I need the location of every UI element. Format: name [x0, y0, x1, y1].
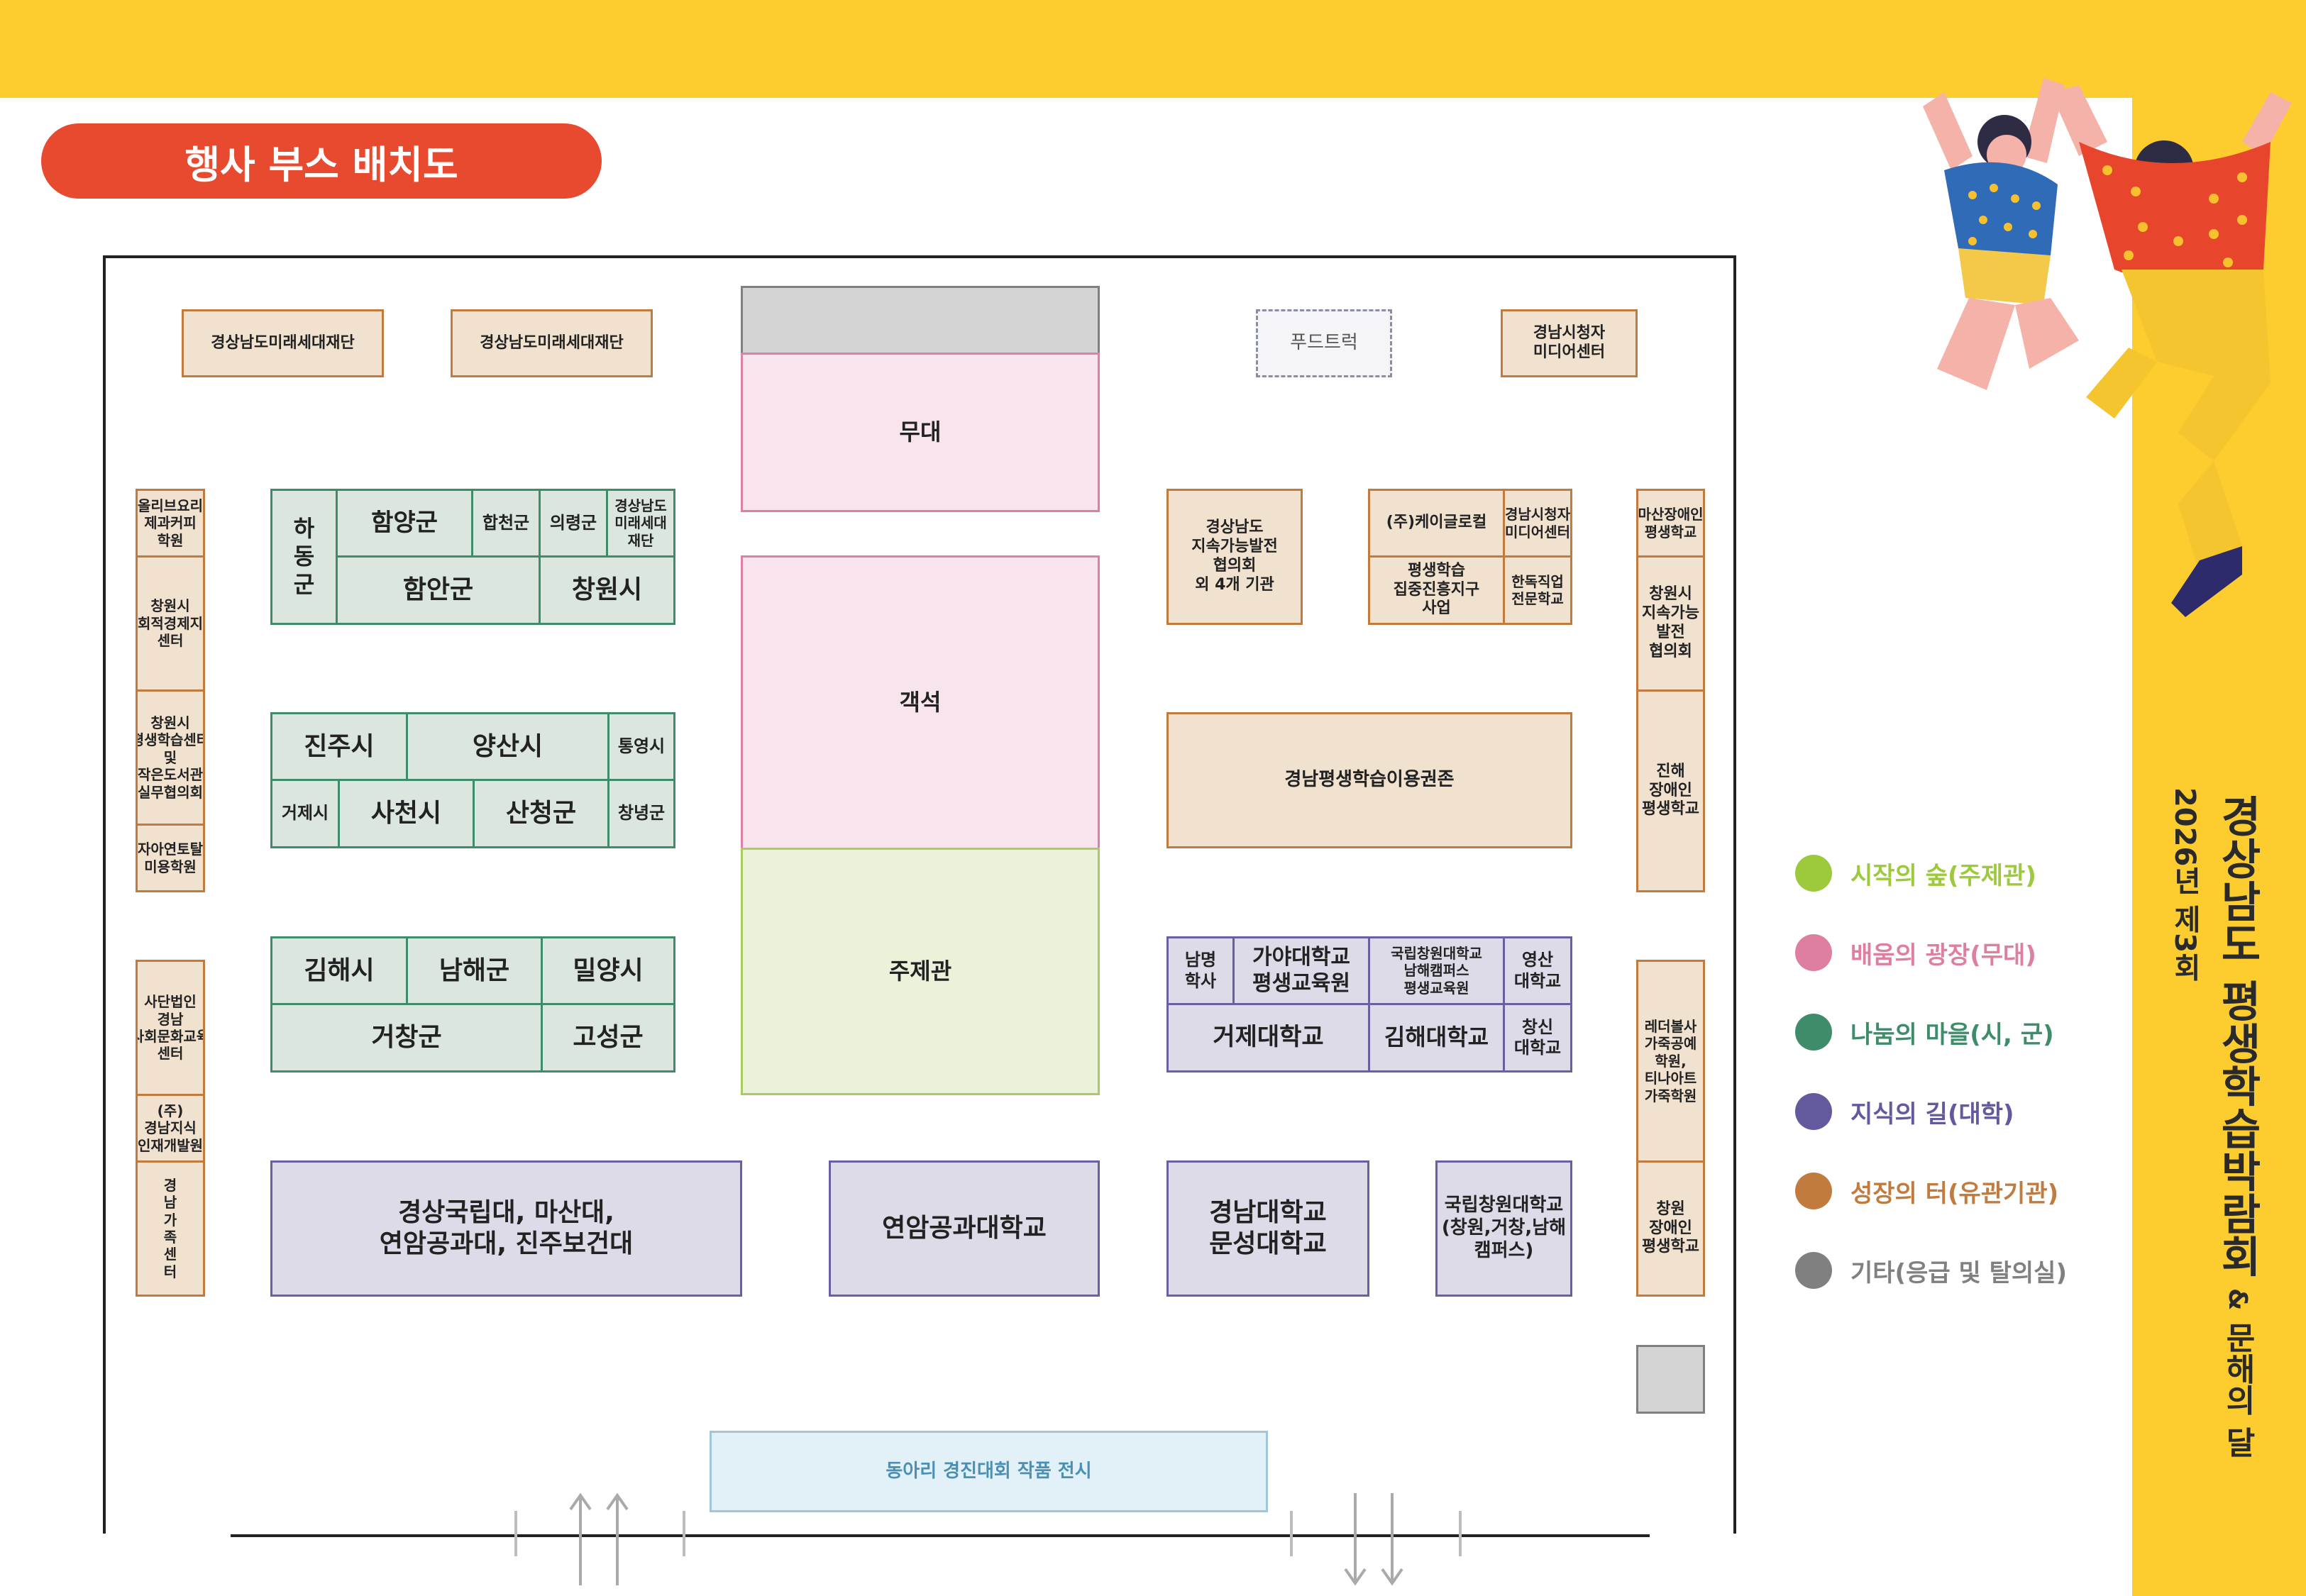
booth-uiryeong[interactable]: 의령군 — [539, 489, 608, 558]
booth-youth-media-top[interactable]: 경남시청자 미디어센터 — [1501, 309, 1638, 377]
booth-olive[interactable]: 올리브요리 제과커피 학원 — [136, 489, 205, 558]
booth-handok[interactable]: 한독직업 전문학교 — [1503, 555, 1572, 625]
booth-mirae-foundation-1[interactable]: 경상남도미래세대재단 — [182, 309, 384, 377]
exit-arrows-icon — [1344, 1493, 1403, 1586]
legend-dot-icon — [1795, 934, 1832, 971]
legend-label: 배움의 광장(무대) — [1850, 941, 2036, 970]
booth-miryang[interactable]: 밀양시 — [541, 936, 675, 1005]
legend-dot-icon — [1795, 1252, 1832, 1289]
booth-geoje[interactable]: 거제시 — [270, 779, 340, 848]
booth-gaya[interactable]: 가야대학교 평생교육원 — [1232, 936, 1370, 1005]
booth-changwon[interactable]: 창원시 — [539, 555, 675, 625]
booth-gimhae-univ[interactable]: 김해대학교 — [1368, 1003, 1505, 1073]
event-edition: 2026년 제3회 — [2168, 787, 2201, 982]
legend-dot-icon — [1795, 855, 1832, 892]
booth-exhibition[interactable]: 동아리 경진대회 작품 전시 — [710, 1431, 1268, 1512]
booth-kyungnam-univ[interactable]: 경남대학교 문성대학교 — [1166, 1160, 1369, 1297]
legend-label: 성장의 터(유관기관) — [1850, 1179, 2059, 1208]
booth-sacheon[interactable]: 사천시 — [338, 779, 475, 848]
entrance-arrows-icon — [569, 1492, 629, 1585]
legend-item-stage: 배움의 광장(무대) — [1795, 934, 2036, 971]
booth-jinhae-disabled[interactable]: 진해 장애인 평생학교 — [1636, 689, 1705, 892]
booth-leather[interactable]: 레더볼사 가죽공예 학원, 티나아트 가죽학원 — [1636, 960, 1705, 1163]
booth-cw-namhae[interactable]: 국립창원대학교 남해캠퍼스 평생교육원 — [1368, 936, 1505, 1005]
booth-tongyeong[interactable]: 통영시 — [607, 712, 675, 781]
booth-geoje-univ[interactable]: 거제대학교 — [1166, 1003, 1370, 1073]
legend-label: 시작의 숲(주제관) — [1850, 861, 2036, 890]
booth-changwon-natl[interactable]: 국립창원대학교 (창원,거창,남해 캠퍼스) — [1435, 1160, 1572, 1297]
booth-youngsan[interactable]: 영산 대학교 — [1503, 936, 1572, 1005]
top-banner — [0, 0, 2306, 98]
legend-label: 지식의 길(대학) — [1850, 1099, 2014, 1129]
booth-hapcheon[interactable]: 합천군 — [471, 489, 541, 558]
legend-label: 나눔의 마을(시, 군) — [1850, 1020, 2054, 1049]
entrance-marker-right — [683, 1511, 685, 1556]
booth-jaya[interactable]: 자아연토탈 미용학원 — [136, 824, 205, 892]
booth-mirae-green[interactable]: 경상남도 미래세대 재단 — [606, 489, 675, 558]
booth-yangsan[interactable]: 양산시 — [406, 712, 609, 781]
booth-gnu-group[interactable]: 경상국립대, 마산대, 연암공과대, 진주보건대 — [270, 1160, 742, 1297]
booth-goseong[interactable]: 고성군 — [541, 1003, 675, 1073]
booth-changnyeong[interactable]: 창녕군 — [607, 779, 675, 848]
booth-foodtruck[interactable]: 푸드트럭 — [1256, 309, 1392, 377]
booth-lifelong-zone[interactable]: 평생학습 집중진흥지구 사업 — [1368, 555, 1505, 625]
event-title-vertical: 2026년 제3회 경상남도 평생학습박람회 & 문해의 달 — [2150, 787, 2292, 1483]
booth-theme-hall[interactable]: 주제관 — [741, 848, 1100, 1095]
booth-social-culture[interactable]: 사단법인 경남 사회문화교육 센터 — [136, 960, 205, 1096]
booth-haman[interactable]: 함안군 — [336, 555, 541, 625]
event-main-title: 경상남도 평생학습박람회 — [2212, 794, 2262, 1278]
booth-namhae[interactable]: 남해군 — [406, 936, 543, 1005]
legend-item-agency: 성장의 터(유관기관) — [1795, 1173, 2058, 1209]
booth-nammyeong[interactable]: 남명 학사 — [1166, 936, 1235, 1005]
booth-mirae-foundation-2[interactable]: 경상남도미래세대재단 — [451, 309, 653, 377]
booth-family-center[interactable]: 경 남 가 족 센 터 — [136, 1160, 205, 1297]
booth-cw-disabled[interactable]: 창원 장애인 평생학교 — [1636, 1160, 1705, 1297]
legend-dot-icon — [1795, 1014, 1832, 1051]
booth-hamyang[interactable]: 함양군 — [336, 489, 473, 558]
entrance-marker-left — [514, 1511, 517, 1556]
event-amp: & — [2223, 1288, 2252, 1311]
legend-item-city: 나눔의 마을(시, 군) — [1795, 1014, 2054, 1051]
booth-gimhae[interactable]: 김해시 — [270, 936, 408, 1005]
legend-dot-icon — [1795, 1173, 1832, 1209]
jumping-people-illustration — [1923, 78, 2292, 617]
booth-geochang[interactable]: 거창군 — [270, 1003, 543, 1073]
page-title: 행사 부스 배치도 — [41, 123, 602, 199]
legend-item-theme: 시작의 숲(주제관) — [1795, 855, 2036, 892]
exit-marker-left — [1290, 1511, 1293, 1556]
legend-label: 기타(응급 및 탈의실) — [1850, 1258, 2067, 1287]
booth-cw-sustain[interactable]: 창원시 지속가능 발전 협의회 — [1636, 555, 1705, 692]
booth-jinju[interactable]: 진주시 — [270, 712, 408, 781]
legend-item-university: 지식의 길(대학) — [1795, 1093, 2014, 1130]
event-subtitle: 문해의 달 — [2219, 1321, 2256, 1458]
booth-stage[interactable]: 무대 — [741, 353, 1100, 512]
stage-backdrop — [741, 286, 1100, 355]
booth-masan-disabled[interactable]: 마산장애인 평생학교 — [1636, 489, 1705, 558]
booth-voucher-zone[interactable]: 경남평생학습이용권존 — [1166, 712, 1572, 848]
booth-yonam[interactable]: 연암공과대학교 — [829, 1160, 1100, 1297]
booth-sustain-council[interactable]: 경상남도 지속가능발전 협의회 외 4개 기관 — [1166, 489, 1303, 625]
legend: 시작의 숲(주제관) 배움의 광장(무대) 나눔의 마을(시, 군) 지식의 길… — [1795, 855, 2107, 1295]
booth-sancheong[interactable]: 산청군 — [473, 779, 609, 848]
booth-kglocal[interactable]: (주)케이글로컬 — [1368, 489, 1505, 558]
frame-bottom-line — [231, 1534, 1650, 1537]
booth-seats[interactable]: 객석 — [741, 555, 1100, 850]
booth-social-econ[interactable]: 창원시 사회적경제지원 센터 — [136, 555, 205, 692]
legend-dot-icon — [1795, 1093, 1832, 1130]
legend-item-other: 기타(응급 및 탈의실) — [1795, 1252, 2067, 1289]
booth-lifelong-council[interactable]: 창원시 평생학습센터 및 작은도서관 실무협의회 — [136, 689, 205, 826]
exit-marker-right — [1459, 1511, 1462, 1556]
booth-changshin[interactable]: 창신 대학교 — [1503, 1003, 1572, 1073]
booth-emergency-room[interactable] — [1636, 1345, 1705, 1414]
booth-gn-knowledge[interactable]: (주)경남지식 인재개발원 — [136, 1094, 205, 1163]
booth-youth-media[interactable]: 경남시청자 미디어센터 — [1503, 489, 1572, 558]
booth-hadong[interactable]: 하 동 군 — [270, 489, 338, 625]
